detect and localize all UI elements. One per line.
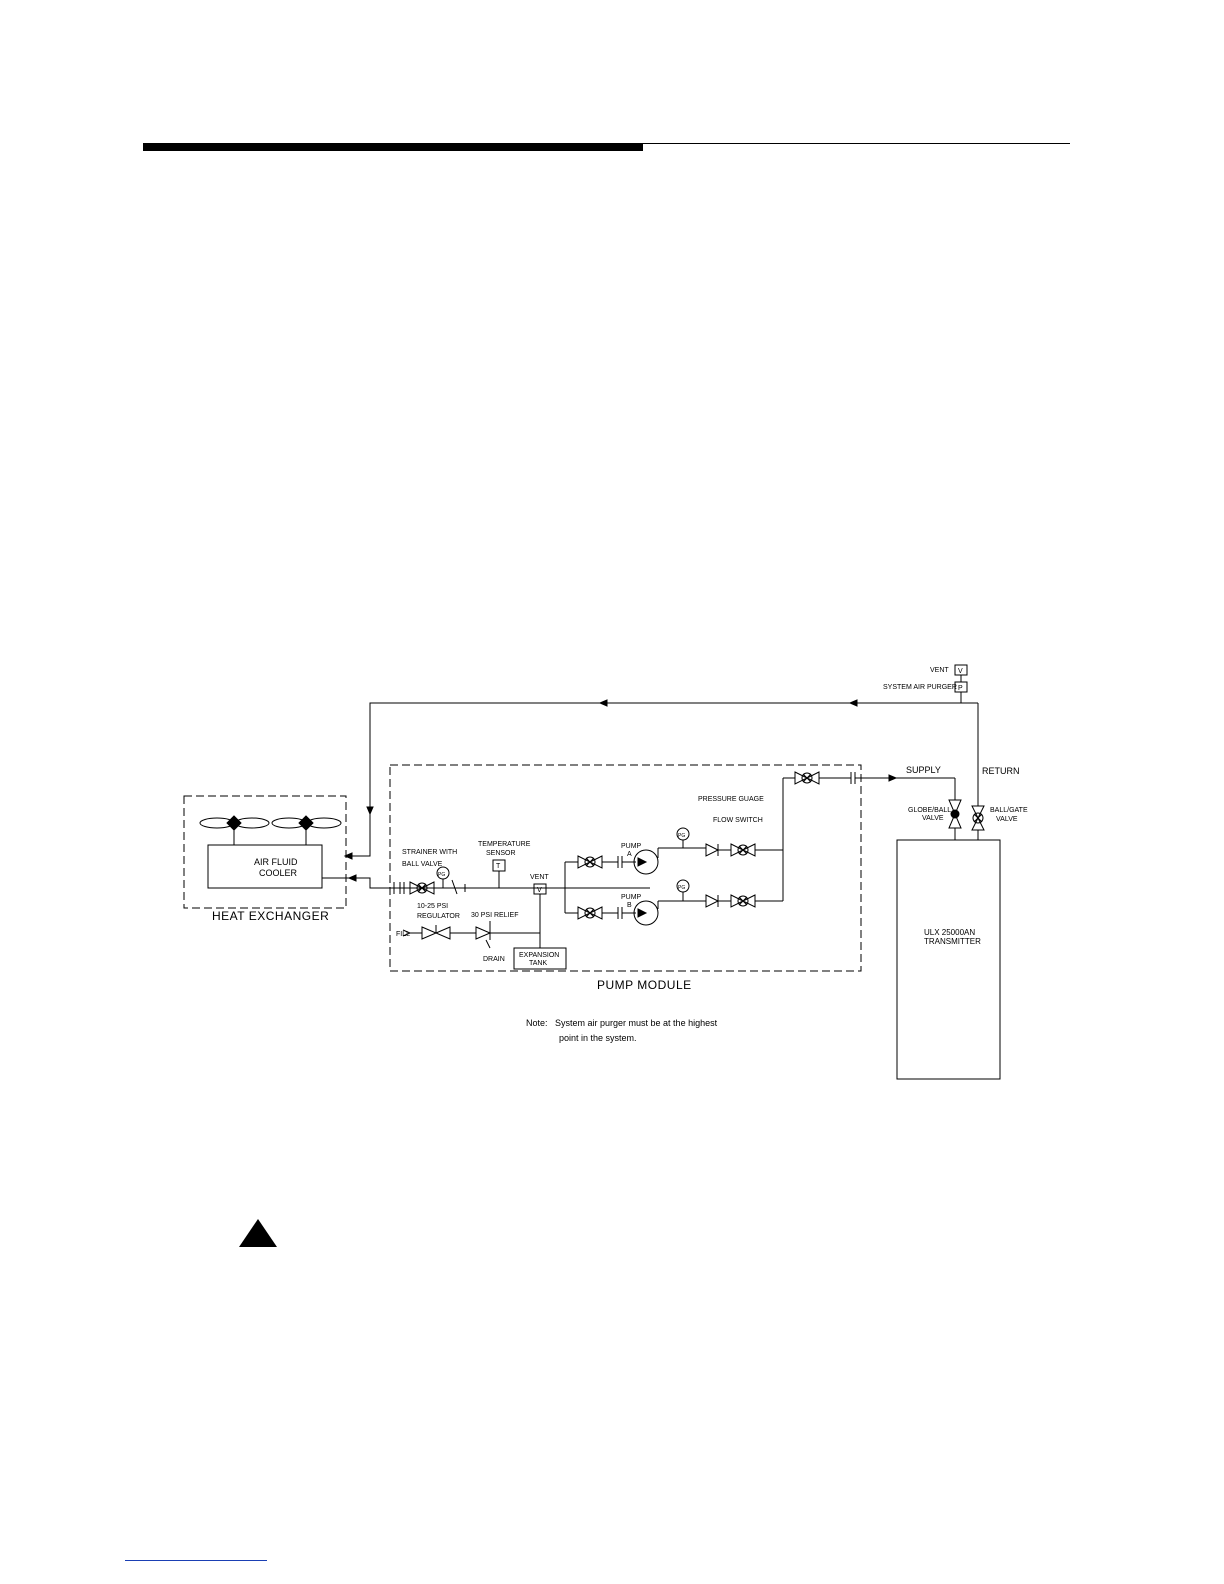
relief-label: 30 PSI RELIEF <box>471 912 518 919</box>
pg-label: PG <box>678 833 685 839</box>
expansion-tank-box <box>513 947 567 970</box>
pump-a <box>633 849 659 875</box>
flow-switch-label: FLOW SWITCH <box>713 817 763 824</box>
pump-module-label: PUMP MODULE <box>597 978 692 992</box>
flow-arrow <box>366 806 374 816</box>
system-air-purger-label: SYSTEM AIR PURGER <box>883 684 957 691</box>
heat-exchanger-label: HEAT EXCHANGER <box>212 909 329 923</box>
strainer-label: BALL VALVE <box>402 861 443 868</box>
air-fluid-cooler-box <box>207 844 323 889</box>
pg-label: PG <box>678 885 685 891</box>
pump-b <box>633 900 659 926</box>
globe-ball-valve-label: GLOBE/BALL <box>908 807 951 814</box>
pump-module-box <box>389 764 862 972</box>
footer-link-underline <box>125 1560 267 1561</box>
warning-triangle-icon <box>239 1219 277 1247</box>
transmitter-label: TRANSMITTER <box>924 937 981 946</box>
temperature-sensor-label: TEMPERATURE <box>478 841 531 848</box>
pg-label: PG <box>438 872 445 878</box>
vent-box-label: V <box>958 668 963 675</box>
ball-gate-valve-label: VALVE <box>996 816 1018 823</box>
regulator-label: 10-25 PSI <box>417 903 448 910</box>
fan-hub <box>298 815 314 831</box>
flow-switch <box>737 895 749 907</box>
expansion-tank-label: TANK <box>529 960 547 967</box>
return-label: RETURN <box>982 766 1020 776</box>
heat-exchanger-box <box>183 795 347 909</box>
pump-a-label: PUMP <box>621 843 642 850</box>
air-fluid-cooler-label: AIR FLUID <box>254 857 298 867</box>
fan-hub <box>226 815 242 831</box>
fill-label: FILL <box>396 931 410 938</box>
vent-top-label: VENT <box>930 667 949 674</box>
pump-b-label: B <box>627 902 632 909</box>
header-rule-thick <box>143 143 643 151</box>
flow-arrow <box>888 774 898 782</box>
pump-b-label: PUMP <box>621 894 642 901</box>
globe-ball-valve-label: VALVE <box>922 815 944 822</box>
ball-valve <box>416 882 428 894</box>
supply-line <box>322 877 650 889</box>
flow-arrow <box>598 699 608 707</box>
vent-box-label: V <box>537 887 542 894</box>
pump-a-label: A <box>627 851 632 858</box>
supply-label: SUPPLY <box>906 765 941 775</box>
temperature-sensor-label: SENSOR <box>486 850 516 857</box>
ball-gate-valve-label: BALL/GATE <box>990 807 1028 814</box>
transmitter-box <box>896 839 1001 1080</box>
flow-arrow <box>347 874 357 882</box>
purger-box-label: P <box>958 685 963 692</box>
pressure-gauge-label: PRESSURE GUAGE <box>698 796 764 803</box>
strainer-label: STRAINER WITH <box>402 849 457 856</box>
vent-mid-label: VENT <box>530 874 549 881</box>
header-rule-thin <box>643 143 1070 144</box>
return-line <box>352 702 961 857</box>
flow-arrow <box>848 699 858 707</box>
expansion-tank-label: EXPANSION <box>519 952 559 959</box>
flow-arrow <box>343 852 353 860</box>
note-line-2: point in the system. <box>559 1033 637 1043</box>
flow-switch <box>737 844 749 856</box>
transmitter-label: ULX 25000AN <box>924 928 975 937</box>
regulator-label: REGULATOR <box>417 913 460 920</box>
air-fluid-cooler-label: COOLER <box>259 868 298 878</box>
note-line-1: Note: System air purger must be at the h… <box>526 1018 718 1028</box>
drain-label: DRAIN <box>483 956 505 963</box>
temp-box-label: T <box>496 863 501 870</box>
